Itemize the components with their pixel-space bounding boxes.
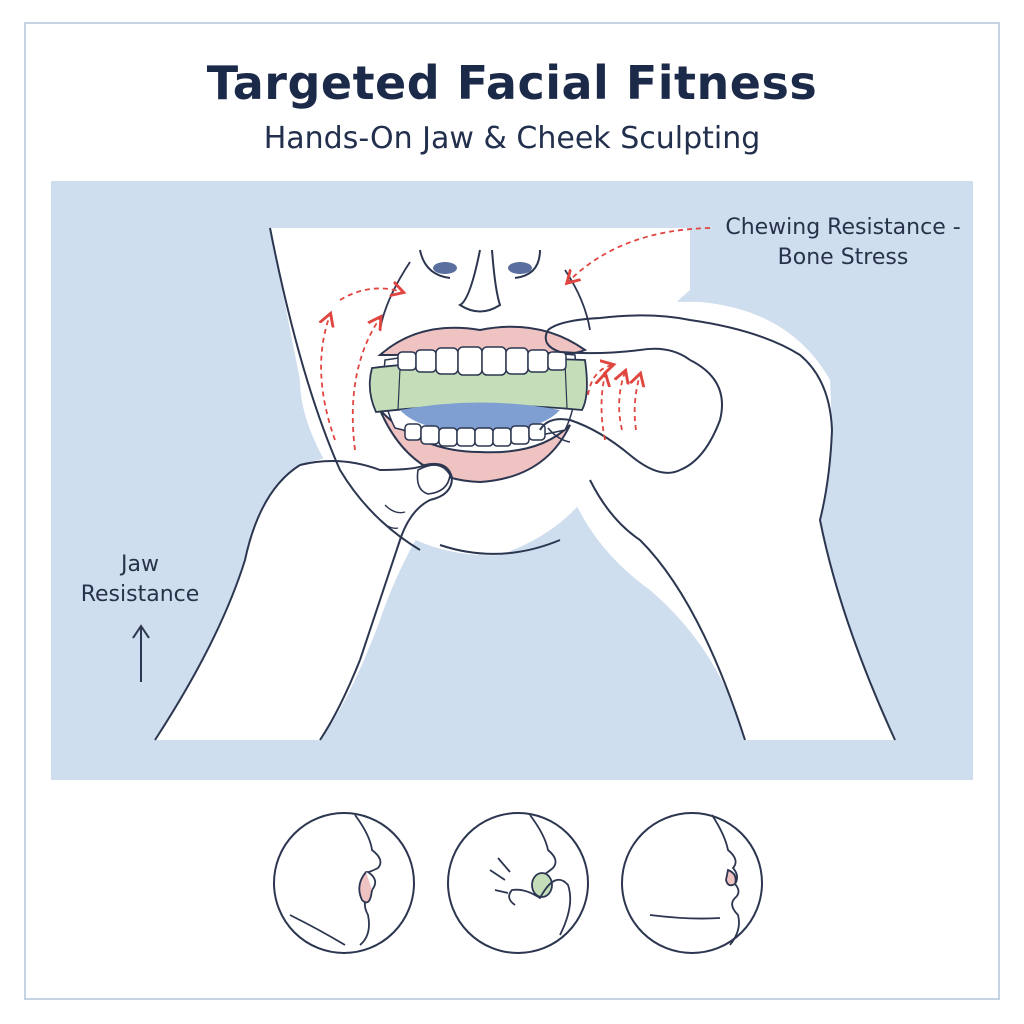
chewing-label-line2: Bone Stress: [777, 245, 909, 270]
right-thumb: [539, 418, 681, 474]
profile-hand-press-icon: [489, 814, 572, 936]
profile-closed-mouth-icon: [649, 814, 740, 946]
right-hand-outline: [547, 314, 896, 741]
step-3-circle: [621, 812, 763, 954]
left-forearm: [319, 659, 361, 741]
chin-outline: [439, 539, 561, 555]
jaw-resistance-label: Jaw Resistance: [70, 550, 210, 610]
left-arm-shape: [155, 453, 445, 740]
jaw-label-line2: Resistance: [80, 582, 200, 607]
left-hand-outline: [154, 464, 301, 741]
profile-open-mouth-icon: [289, 814, 382, 946]
nostril-right: [508, 262, 532, 274]
nose-outline: [419, 249, 541, 313]
jaw-arrow-icon: [132, 624, 150, 682]
step-2-circle: [447, 812, 589, 954]
left-thumbnail: [416, 464, 451, 495]
upper-teeth: [397, 346, 567, 376]
right-arm-shape: [545, 301, 895, 740]
jaw-label-line1: Jaw: [121, 552, 159, 577]
step-1-circle: [273, 812, 415, 954]
page-title: Targeted Facial Fitness: [206, 56, 818, 110]
right-wrist: [639, 539, 746, 741]
tongue: [400, 402, 560, 432]
right-index-finger: [544, 329, 691, 361]
chewing-label-line1: Chewing Resistance -: [725, 215, 961, 240]
page-subtitle: Hands-On Jaw & Cheek Sculpting: [263, 121, 761, 156]
left-thumb: [299, 460, 454, 661]
lower-teeth: [404, 423, 546, 447]
nostril-left: [433, 262, 457, 274]
chewing-resistance-label: Chewing Resistance - Bone Stress: [712, 213, 974, 273]
right-palm-line: [679, 359, 723, 471]
resistance-arrows: [321, 227, 711, 451]
